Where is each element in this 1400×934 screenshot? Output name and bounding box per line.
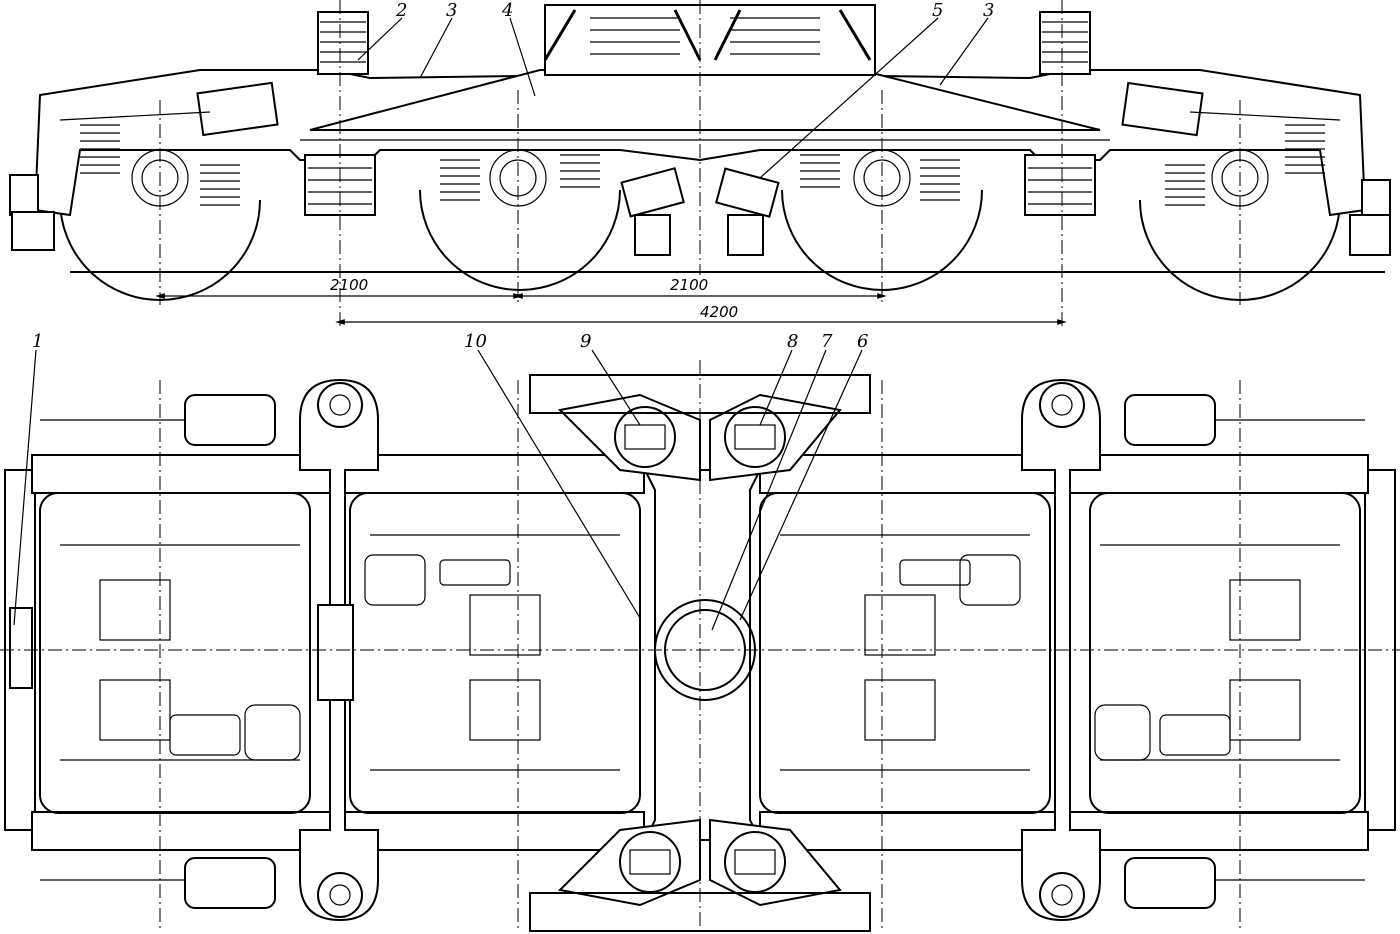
dimension-lines: 2100 2100 4200	[155, 276, 1067, 325]
body-support-right	[1024, 11, 1096, 216]
frame-box-2	[349, 492, 641, 814]
frame-box-3	[759, 492, 1051, 814]
body-support-left	[304, 11, 376, 216]
central-spring-set	[543, 4, 876, 76]
axle-springs	[80, 124, 1325, 206]
callout-3-left: 3	[446, 0, 457, 21]
central-pivot-beam	[643, 469, 762, 841]
callouts: 2 3 4 5 3 1 10 9 8 7 6	[13, 0, 994, 631]
side-elevation	[9, 0, 1391, 330]
callout-3-right: 3	[983, 0, 994, 21]
frame-box-1	[39, 492, 311, 814]
coupler-mount	[9, 607, 33, 689]
plan-view	[0, 360, 1400, 934]
callout-10: 10	[464, 331, 487, 352]
brake-cylinder-left	[59, 81, 279, 137]
callout-1: 1	[32, 331, 43, 352]
frame-box-4	[1089, 492, 1361, 814]
end-buffer-left	[9, 174, 39, 216]
callout-4: 4	[501, 0, 513, 21]
callout-8: 8	[787, 331, 798, 352]
brake-cylinder-right	[1121, 81, 1341, 137]
sand-box-right	[1349, 214, 1391, 256]
traction-rod-units	[620, 167, 780, 256]
callout-2: 2	[395, 0, 407, 21]
sand-box-left	[11, 211, 55, 251]
callout-7: 7	[821, 331, 833, 352]
dimension-2100-right: 2100	[670, 276, 708, 294]
callout-5: 5	[932, 0, 943, 21]
callout-6: 6	[857, 331, 868, 352]
callout-9: 9	[580, 331, 591, 352]
dimension-2100-left: 2100	[330, 276, 368, 294]
brake-cylinders-plan	[40, 394, 1365, 909]
dimension-4200: 4200	[700, 303, 738, 321]
end-buffer-right	[1361, 179, 1391, 221]
link-units-bottom	[529, 818, 871, 932]
